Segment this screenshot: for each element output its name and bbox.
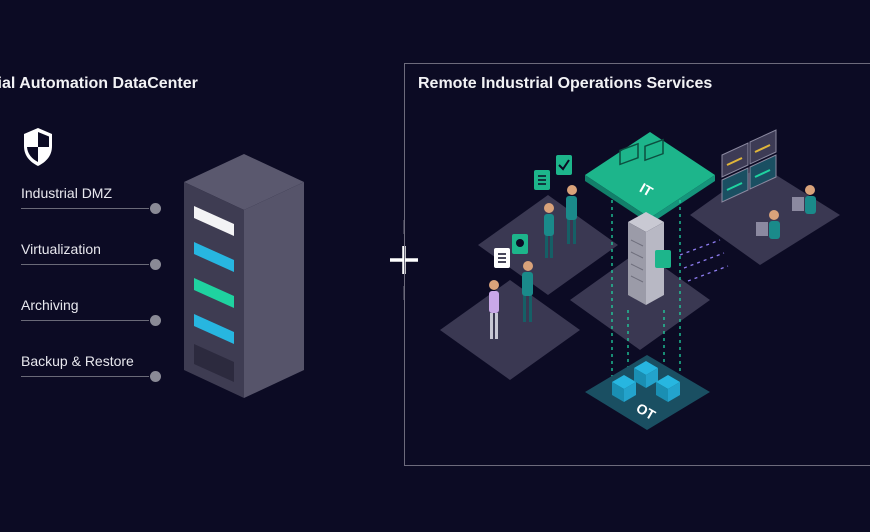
feature-dot [150,259,161,270]
person-figure [769,210,780,239]
feature-line [21,376,149,377]
feature-dot [150,371,161,382]
feature-industrial-dmz: Industrial DMZ [21,185,113,201]
chat-bubble-icon [534,170,550,190]
datacenter-title: trial Automation DataCenter [0,75,198,92]
chat-bubble-icon [494,248,510,268]
person-figure [566,185,577,244]
ot-tile [585,355,710,430]
remote-services-title: Remote Industrial Operations Services [418,75,713,92]
feature-backup-restore: Backup & Restore [21,353,134,369]
shield-icon [24,128,52,166]
server-rack-icon [184,154,304,398]
person-figure [489,280,499,339]
check-bubble-icon [556,155,572,175]
feature-dot [150,315,161,326]
floor-tile [440,280,580,380]
operations-illustration: IT OT [440,129,840,430]
feature-dot [150,203,161,214]
feature-line [21,320,149,321]
person-figure [805,185,816,214]
person-figure [544,203,554,258]
feature-archiving: Archiving [21,297,79,313]
feature-line [21,208,149,209]
monitor-wall [721,129,777,203]
feature-virtualization: Virtualization [21,241,101,257]
person-figure [522,261,533,322]
remote-services-panel [404,63,870,466]
idea-bubble-icon [512,234,528,254]
feature-line [21,264,149,265]
